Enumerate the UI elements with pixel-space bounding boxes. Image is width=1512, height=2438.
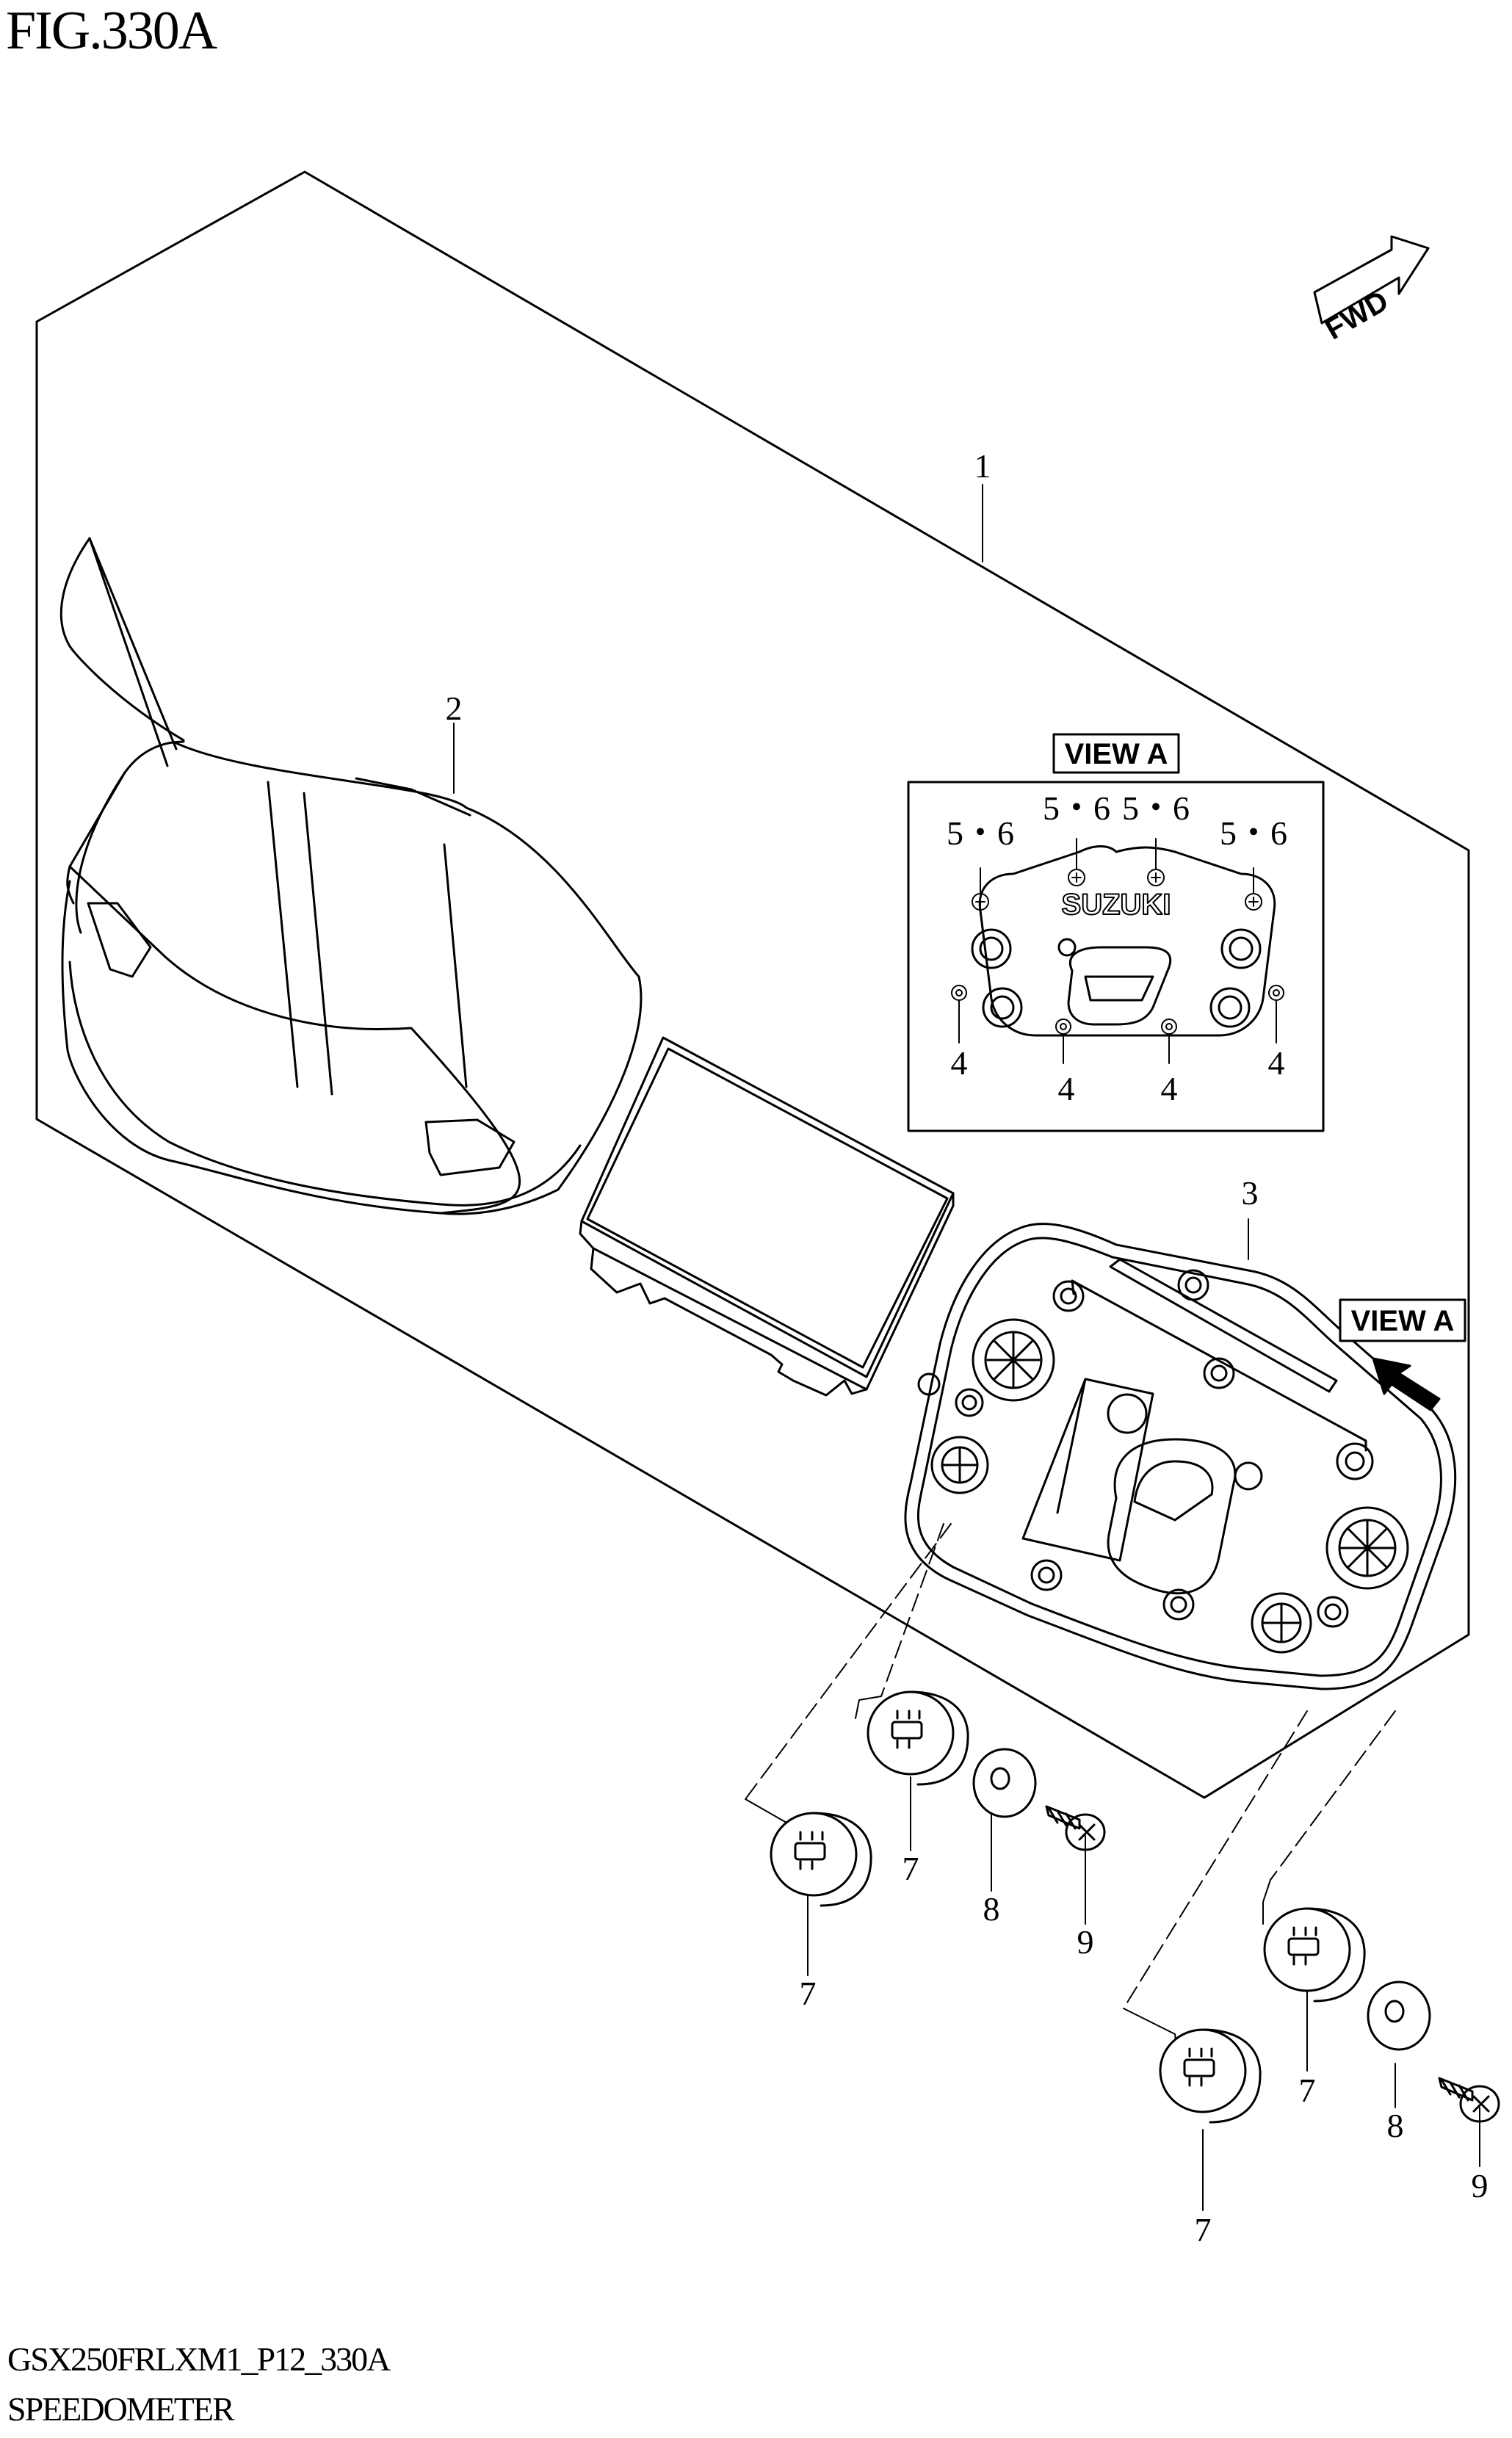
- callout-8-a: 8: [983, 1890, 1000, 1928]
- fwd-arrow-icon: FWD: [1313, 235, 1430, 346]
- callout-4-a: 4: [951, 1044, 968, 1082]
- view-a-title: VIEW A: [1065, 738, 1168, 770]
- grommet-lower-right: [1159, 2028, 1262, 2124]
- callout-7-d: 7: [1195, 2211, 1212, 2249]
- screw-left: [1045, 1805, 1106, 1851]
- callout-3: 3: [1242, 1174, 1259, 1212]
- diagram-name: SPEEDOMETER: [7, 2390, 235, 2428]
- callout-9-b: 9: [1472, 2167, 1489, 2204]
- grommet-lower-left: [770, 1812, 872, 1907]
- callout-7-b: 7: [800, 1975, 817, 2012]
- meter-case: [904, 1223, 1457, 1690]
- washer-left: [972, 1748, 1037, 1818]
- screw-right: [1438, 2077, 1500, 2123]
- washer-right: [1367, 1981, 1431, 2051]
- grommet-upper-right: [1263, 1907, 1366, 2003]
- callout-5-6-d: 5・6: [1220, 814, 1287, 852]
- callout-7-c: 7: [1299, 2072, 1316, 2109]
- callout-5-6-b: 5・6: [1043, 789, 1110, 827]
- callout-9-a: 9: [1077, 1923, 1094, 1961]
- view-a-pointer-label: VIEW A: [1351, 1305, 1455, 1337]
- callout-2: 2: [446, 690, 463, 727]
- meter-lens: [59, 537, 643, 1215]
- leader-lines: [745, 1696, 1480, 2211]
- view-direction-arrow-icon: [1372, 1357, 1441, 1411]
- callout-1: 1: [974, 447, 991, 485]
- callout-5-6-a: 5・6: [947, 814, 1014, 852]
- callout-5-6-c: 5・6: [1122, 789, 1190, 827]
- callout-7-a: 7: [903, 1850, 919, 1887]
- callout-4-c: 4: [1161, 1070, 1178, 1107]
- grommet-upper-left: [867, 1690, 969, 1786]
- figure-title: FIG.330A: [6, 1, 217, 61]
- callout-4-d: 4: [1268, 1044, 1285, 1082]
- lcd-panel: [579, 1036, 955, 1397]
- callout-4-b: 4: [1058, 1070, 1075, 1107]
- callout-leaders: [453, 484, 1249, 1260]
- view-a-pointer: VIEW A: [1339, 1298, 1466, 1411]
- view-a-inset: VIEW A SUZUKI: [907, 733, 1325, 1132]
- assembly-outline: [35, 170, 1470, 1799]
- diagram-code: GSX250FRLXM1_P12_330A: [7, 2340, 391, 2378]
- callout-8-b: 8: [1387, 2107, 1404, 2144]
- view-a-logo: SUZUKI: [1062, 889, 1171, 921]
- dashed-leader-lines: [745, 1523, 1396, 2009]
